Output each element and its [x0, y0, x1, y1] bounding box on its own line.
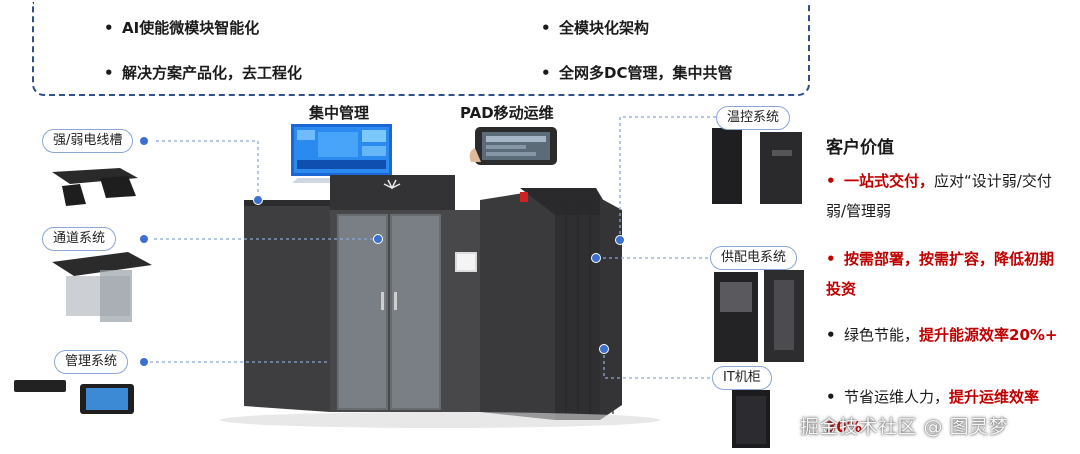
huawei-logo	[383, 179, 401, 190]
connector-dot	[591, 253, 601, 263]
aisle-illustration	[52, 252, 152, 322]
callout-cooling: 温控系统	[716, 106, 791, 130]
callout-cable-tray: 强/弱电线槽	[42, 129, 134, 153]
pad-tablet-icon	[469, 127, 557, 165]
callout-power: 供配电系统	[710, 246, 798, 270]
feature-productize: •解决方案产品化，去工程化	[104, 64, 303, 82]
connector-dot	[139, 357, 149, 367]
callout-it-rack: IT机柜	[712, 366, 772, 390]
dashboard-screen-icon	[291, 124, 392, 183]
power-distribution-illustration	[714, 270, 804, 362]
pad-ops-title: PAD移动运维	[460, 104, 554, 122]
it-rack-illustration	[732, 390, 770, 448]
management-illustration	[14, 380, 134, 414]
callout-aisle: 通道系统	[42, 227, 117, 251]
micro-module-cabinet	[220, 175, 660, 428]
cable-tray-illustration	[52, 168, 138, 206]
value-item-one-stop: •一站式交付，应对“设计弱/交付弱/管理弱	[826, 172, 1052, 220]
feature-multi-dc: •全网多DC管理，集中共管	[541, 64, 733, 82]
watermark: 掘金技术社区 @ 图灵梦	[800, 416, 1009, 438]
customer-value-title: 客户价值	[826, 138, 894, 158]
connector-dot	[599, 344, 609, 354]
cooling-unit-illustration	[712, 128, 802, 204]
feature-full-module: •全模块化架构	[541, 19, 650, 37]
callout-management: 管理系统	[54, 350, 129, 374]
connector-dot	[139, 136, 149, 146]
value-item-green-energy: •绿色节能，提升能源效率20%+	[826, 326, 1058, 344]
connector-dot	[615, 235, 625, 245]
connector-dot	[373, 234, 383, 244]
central-mgmt-title: 集中管理	[309, 104, 370, 122]
feature-box	[32, 2, 810, 96]
value-item-ops-efficiency: •节省运维人力，提升运维效率30%	[826, 388, 1040, 436]
value-item-on-demand: •按需部署，按需扩容，降低初期投资	[826, 250, 1055, 298]
connector-dot	[139, 234, 149, 244]
feature-ai: •AI使能微模块智能化	[104, 19, 260, 37]
connector-dot	[253, 195, 263, 205]
